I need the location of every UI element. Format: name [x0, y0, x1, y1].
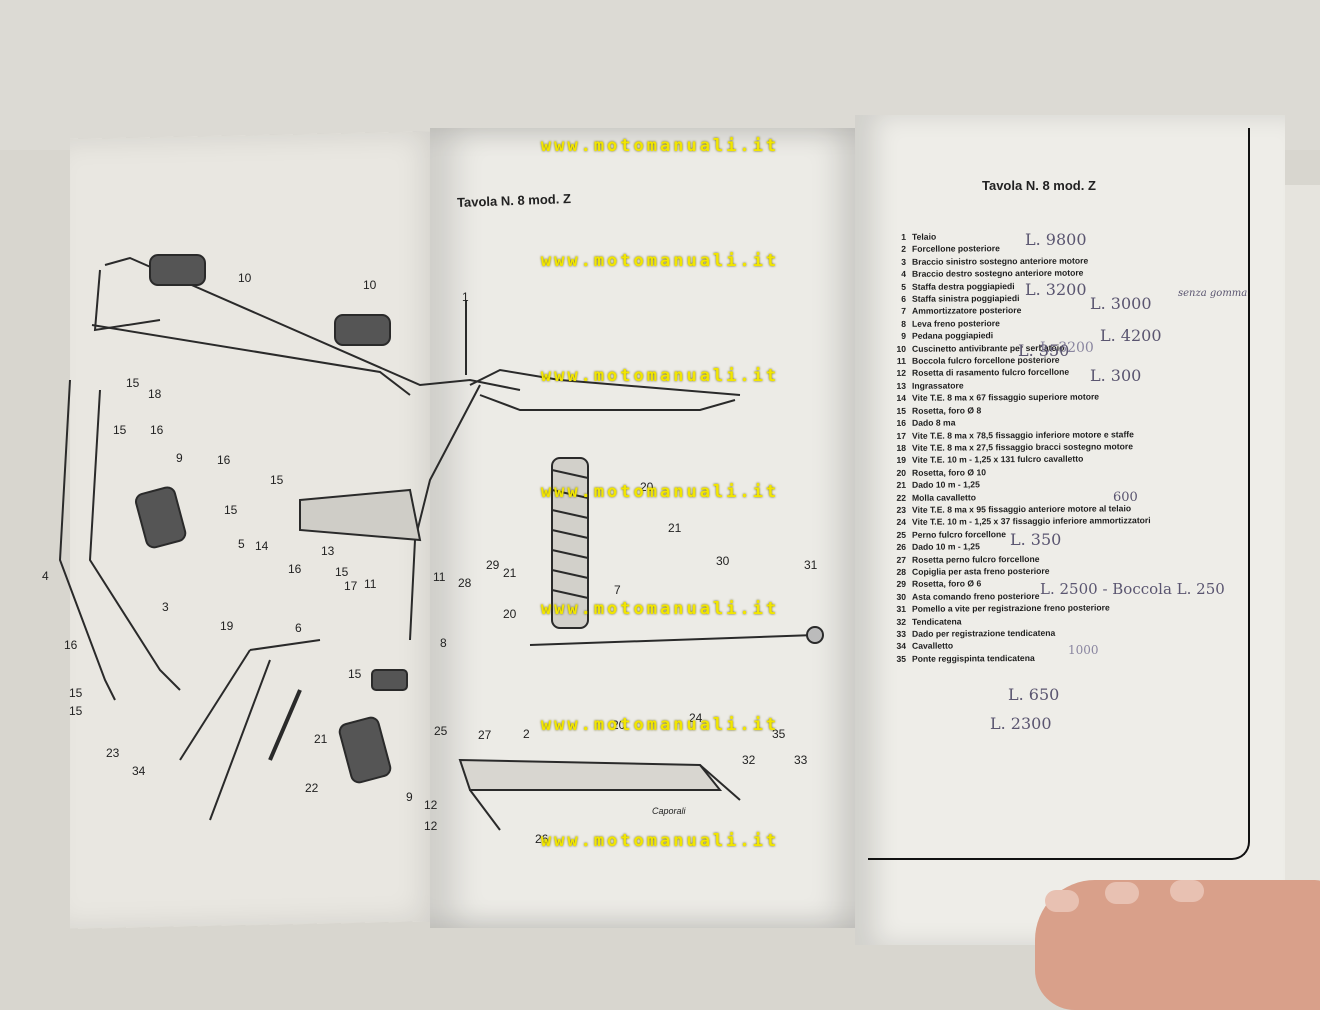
callout-15f: 15	[69, 686, 83, 700]
callout-19: 19	[220, 619, 234, 633]
watermark-3: www.motomanuali.it	[540, 366, 780, 386]
callout-21a: 21	[314, 732, 328, 746]
watermark-2: www.motomanuali.it	[540, 251, 780, 271]
center-page	[430, 128, 870, 928]
right-support-arm	[88, 389, 181, 691]
callout-3: 3	[162, 600, 169, 614]
callout-15g: 15	[69, 704, 83, 718]
callout-9b: 9	[406, 790, 413, 804]
callout-32: 32	[742, 753, 756, 767]
callout-27: 27	[478, 728, 492, 742]
callout-4: 4	[42, 569, 49, 583]
handwritten-price-30: 1000	[1068, 643, 1099, 657]
callout-15a: 15	[126, 376, 140, 390]
callout-14: 14	[255, 539, 269, 553]
handwritten-price-8: L. 4200	[1100, 326, 1162, 345]
callout-9a: 9	[176, 451, 183, 465]
callout-16b: 16	[217, 453, 231, 467]
watermark-1: www.motomanuali.it	[540, 136, 780, 156]
pad-10a	[149, 254, 206, 286]
watermark-7: www.motomanuali.it	[540, 831, 780, 851]
brake-rod	[529, 634, 816, 646]
shock-absorber	[551, 457, 589, 629]
callout-20c: 20	[612, 718, 626, 732]
handwritten-note-6: senza gomma	[1178, 288, 1248, 299]
holding-hand	[1035, 880, 1320, 1010]
callout-6: 6	[295, 621, 302, 635]
watermark-5: www.motomanuali.it	[540, 599, 780, 619]
callout-21b: 21	[503, 566, 517, 580]
stand-spring	[268, 689, 302, 761]
callout-30: 30	[716, 554, 730, 568]
callout-29: 29	[486, 558, 500, 572]
callout-15b: 15	[113, 423, 127, 437]
handwritten-price-6: L. 3000	[1090, 294, 1152, 313]
handwritten-price-2: L. 9800	[1025, 230, 1087, 249]
callout-26: 26	[535, 832, 549, 846]
callout-15d: 15	[224, 503, 238, 517]
watermark-6: www.motomanuali.it	[540, 715, 780, 735]
right-table-title: Tavola N. 8 mod. Z	[982, 178, 1096, 193]
footpeg-9a	[135, 486, 187, 549]
handwritten-price-32: L. 650	[1008, 685, 1060, 704]
watermark-4: www.motomanuali.it	[540, 482, 780, 502]
handwritten-price-19: 600	[1113, 490, 1138, 505]
left-support-arm	[58, 379, 116, 701]
handwritten-price-25: L. 2500 - Boccola L. 250	[1040, 580, 1225, 598]
callout-10b: 10	[363, 278, 377, 292]
callout-10a: 10	[238, 271, 252, 285]
frame-lower-tube	[91, 324, 411, 396]
callout-20a: 20	[503, 607, 517, 621]
frame-down-tube	[409, 384, 481, 641]
callout-13: 13	[321, 544, 335, 558]
callout-34: 34	[132, 764, 146, 778]
handwritten-price-22: L. 350	[1010, 530, 1062, 549]
handwritten-price-5: L. 3200	[1025, 280, 1087, 299]
brake-pedal	[371, 669, 408, 691]
callout-18: 18	[148, 387, 162, 401]
frame-top-tube	[104, 256, 521, 391]
center-stand	[179, 639, 321, 821]
pad-10b	[334, 314, 391, 346]
callout-35: 35	[772, 727, 786, 741]
callout-25: 25	[434, 724, 448, 738]
callout-23: 23	[106, 746, 120, 760]
callout-31: 31	[804, 558, 818, 572]
callout-16c: 16	[288, 562, 302, 576]
callout-2: 2	[523, 727, 530, 741]
callout-16d: 16	[64, 638, 78, 652]
handwritten-price-7: L. 3200	[1040, 340, 1094, 356]
callout-11b: 11	[433, 570, 446, 584]
callout-15c: 15	[270, 473, 284, 487]
right-page	[855, 115, 1285, 945]
callout-12a: 12	[424, 798, 438, 812]
callout-21c: 21	[668, 521, 682, 535]
callout-7: 7	[614, 583, 621, 597]
callout-20b: 20	[640, 480, 654, 494]
callout-33: 33	[794, 753, 808, 767]
callout-15h: 15	[348, 667, 362, 681]
handwritten-price-9: L. 350	[1018, 341, 1070, 360]
callout-15e: 15	[335, 565, 349, 579]
footpeg-9b	[338, 716, 392, 784]
illustrator-signature: Caporali	[652, 806, 686, 816]
callout-17: 17	[344, 579, 358, 593]
callout-28: 28	[458, 576, 472, 590]
callout-12b: 12	[424, 819, 438, 833]
callout-22: 22	[305, 781, 319, 795]
handwritten-price-11: L. 300	[1090, 366, 1142, 385]
callout-5: 5	[238, 537, 245, 551]
callout-11a: 11	[364, 577, 377, 591]
parts-list-frame	[868, 128, 1250, 860]
callout-8: 8	[440, 636, 447, 650]
handwritten-price-34: L. 2300	[990, 714, 1052, 733]
frame-rear-rail	[469, 368, 741, 396]
callout-24: 24	[689, 711, 703, 725]
swingarm	[458, 758, 723, 791]
callout-16a: 16	[150, 423, 164, 437]
callout-1: 1	[462, 290, 469, 304]
